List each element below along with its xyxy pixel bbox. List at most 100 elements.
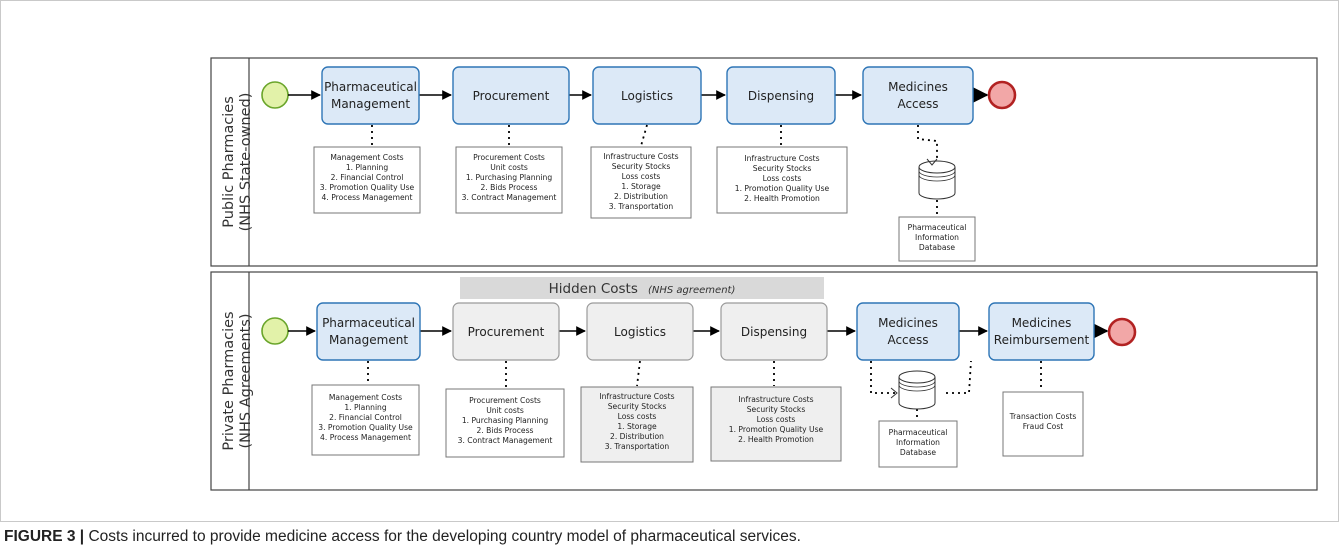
task-pharmaceutical-management-public: Pharmaceutical Management [321, 66, 420, 125]
note-line: 3. Contract Management [458, 436, 553, 445]
task-label-line: Procurement [473, 89, 550, 103]
task-label-line: Dispensing [748, 89, 814, 103]
note-logistics-costs-public: Infrastructure Costs Security Stocks Los… [590, 146, 692, 219]
end-event-private [1107, 317, 1137, 347]
note-line: Infrastructure Costs [599, 392, 674, 401]
task-medicines-access-private: Medicines Access [856, 302, 960, 361]
note-line: Information [915, 233, 959, 242]
figure-frame: Public Pharmacies (NHS State-owned) Phar… [0, 0, 1339, 522]
note-line: Information [896, 438, 940, 447]
note-line: 2. Distribution [614, 192, 668, 201]
note-line: Management Costs [330, 153, 403, 162]
task-label-line: Logistics [614, 325, 666, 339]
note-line: 2. Health Promotion [744, 194, 820, 203]
note-line: Database [919, 243, 956, 252]
task-procurement-public: Procurement [452, 66, 570, 125]
note-line: 3. Promotion Quality Use [320, 183, 415, 192]
bpmn-diagram: Public Pharmacies (NHS State-owned) Phar… [210, 57, 1318, 491]
lane-subtitle-private: (NHS Agreements) [238, 314, 254, 449]
note-line: 1. Storage [621, 182, 661, 191]
end-event-public [987, 80, 1017, 110]
note-line: Transaction Costs [1009, 412, 1077, 421]
note-line: 3. Promotion Quality Use [318, 423, 413, 432]
note-procurement-costs-private: Procurement Costs Unit costs 1. Purchasi… [445, 388, 565, 458]
note-line: 2. Bids Process [477, 426, 534, 435]
note-line: Procurement Costs [469, 396, 541, 405]
note-dispensing-costs-private: Infrastructure Costs Security Stocks Los… [710, 386, 842, 462]
start-event-private [261, 317, 289, 345]
note-line: 4. Process Management [320, 433, 411, 442]
start-event-public [261, 81, 289, 109]
task-label-line: Logistics [621, 89, 673, 103]
lane-subtitle-public: (NHS State-owned) [238, 93, 254, 232]
note-management-costs-public: Management Costs 1. Planning 2. Financia… [313, 146, 421, 214]
note-line: 3. Transportation [609, 202, 674, 211]
task-dispensing-public: Dispensing [726, 66, 836, 125]
note-line: 1. Purchasing Planning [466, 173, 553, 182]
task-pharmaceutical-management-private: Pharmaceutical Management [316, 302, 421, 361]
database-note-public: Pharmaceutical Information Database [898, 216, 976, 262]
note-dispensing-costs-public: Infrastructure Costs Security Stocks Los… [716, 146, 848, 214]
task-procurement-private: Procurement [452, 302, 560, 361]
note-line: Pharmaceutical [908, 223, 967, 232]
task-medicines-reimbursement-private: Medicines Reimbursement [988, 302, 1095, 361]
task-label-line: Management [331, 97, 410, 111]
task-label-line: Medicines [878, 316, 938, 330]
note-line: 2. Distribution [610, 432, 664, 441]
pool-public: Public Pharmacies (NHS State-owned) Phar… [210, 57, 1318, 267]
note-line: Security Stocks [612, 162, 671, 171]
hidden-costs-banner: Hidden Costs (NHS agreement) [460, 277, 824, 299]
note-line: 4. Process Management [322, 193, 413, 202]
figure-caption-text: Costs incurred to provide medicine acces… [84, 528, 801, 545]
note-transaction-costs-private: Transaction Costs Fraud Cost [1002, 391, 1084, 457]
database-note-private: Pharmaceutical Information Database [878, 420, 958, 468]
note-line: 2. Financial Control [329, 413, 402, 422]
note-line: Infrastructure Costs [603, 152, 678, 161]
note-line: Fraud Cost [1023, 422, 1064, 431]
figure-caption-label: FIGURE 3 | [4, 528, 85, 545]
note-line: 1. Storage [617, 422, 657, 431]
task-dispensing-private: Dispensing [720, 302, 828, 361]
task-medicines-access-public: Medicines Access [862, 66, 974, 125]
task-label-line: Dispensing [741, 325, 807, 339]
note-line: Database [900, 448, 937, 457]
note-line: Security Stocks [608, 402, 667, 411]
note-line: 2. Financial Control [331, 173, 404, 182]
note-line: Unit costs [486, 406, 524, 415]
task-label-line: Medicines [1012, 316, 1072, 330]
note-line: 1. Planning [344, 403, 387, 412]
task-logistics-public: Logistics [592, 66, 702, 125]
svg-text:Hidden Costs (NHS agre: Hidden Costs (NHS agreement) [549, 278, 736, 297]
note-line: Infrastructure Costs [744, 154, 819, 163]
note-line: Security Stocks [753, 164, 812, 173]
note-line: 3. Contract Management [462, 193, 557, 202]
figure-caption: FIGURE 3 | Costs incurred to provide med… [4, 528, 801, 546]
note-line: 1. Purchasing Planning [462, 416, 549, 425]
note-line: 1. Promotion Quality Use [735, 184, 830, 193]
lane-title-private: Private Pharmacies [221, 311, 237, 450]
database-icon-public [918, 158, 956, 200]
note-line: 2. Bids Process [481, 183, 538, 192]
note-procurement-costs-public: Procurement Costs Unit costs 1. Purchasi… [455, 146, 563, 214]
note-line: Management Costs [329, 393, 402, 402]
task-label-line: Access [887, 333, 928, 347]
note-line: 1. Planning [346, 163, 389, 172]
note-line: 1. Promotion Quality Use [729, 425, 824, 434]
note-logistics-costs-private: Infrastructure Costs Security Stocks Los… [580, 386, 694, 463]
lane-title-public: Public Pharmacies [221, 96, 237, 228]
note-line: Infrastructure Costs [738, 395, 813, 404]
hidden-costs-label: Hidden Costs [549, 281, 638, 297]
task-label-line: Pharmaceutical [324, 80, 417, 94]
note-line: 3. Transportation [605, 442, 670, 451]
task-label-line: Access [897, 97, 938, 111]
database-icon-private [890, 370, 936, 410]
note-management-costs-private: Management Costs 1. Planning 2. Financia… [311, 384, 420, 456]
task-label-line: Procurement [468, 325, 545, 339]
task-logistics-private: Logistics [586, 302, 694, 361]
hidden-costs-sublabel: (NHS agreement) [648, 285, 735, 296]
task-label-line: Medicines [888, 80, 948, 94]
note-line: 2. Health Promotion [738, 435, 814, 444]
task-label-line: Management [329, 333, 408, 347]
note-line: Loss costs [622, 172, 661, 181]
pool-private: Private Pharmacies (NHS Agreements) Hidd… [210, 271, 1318, 491]
